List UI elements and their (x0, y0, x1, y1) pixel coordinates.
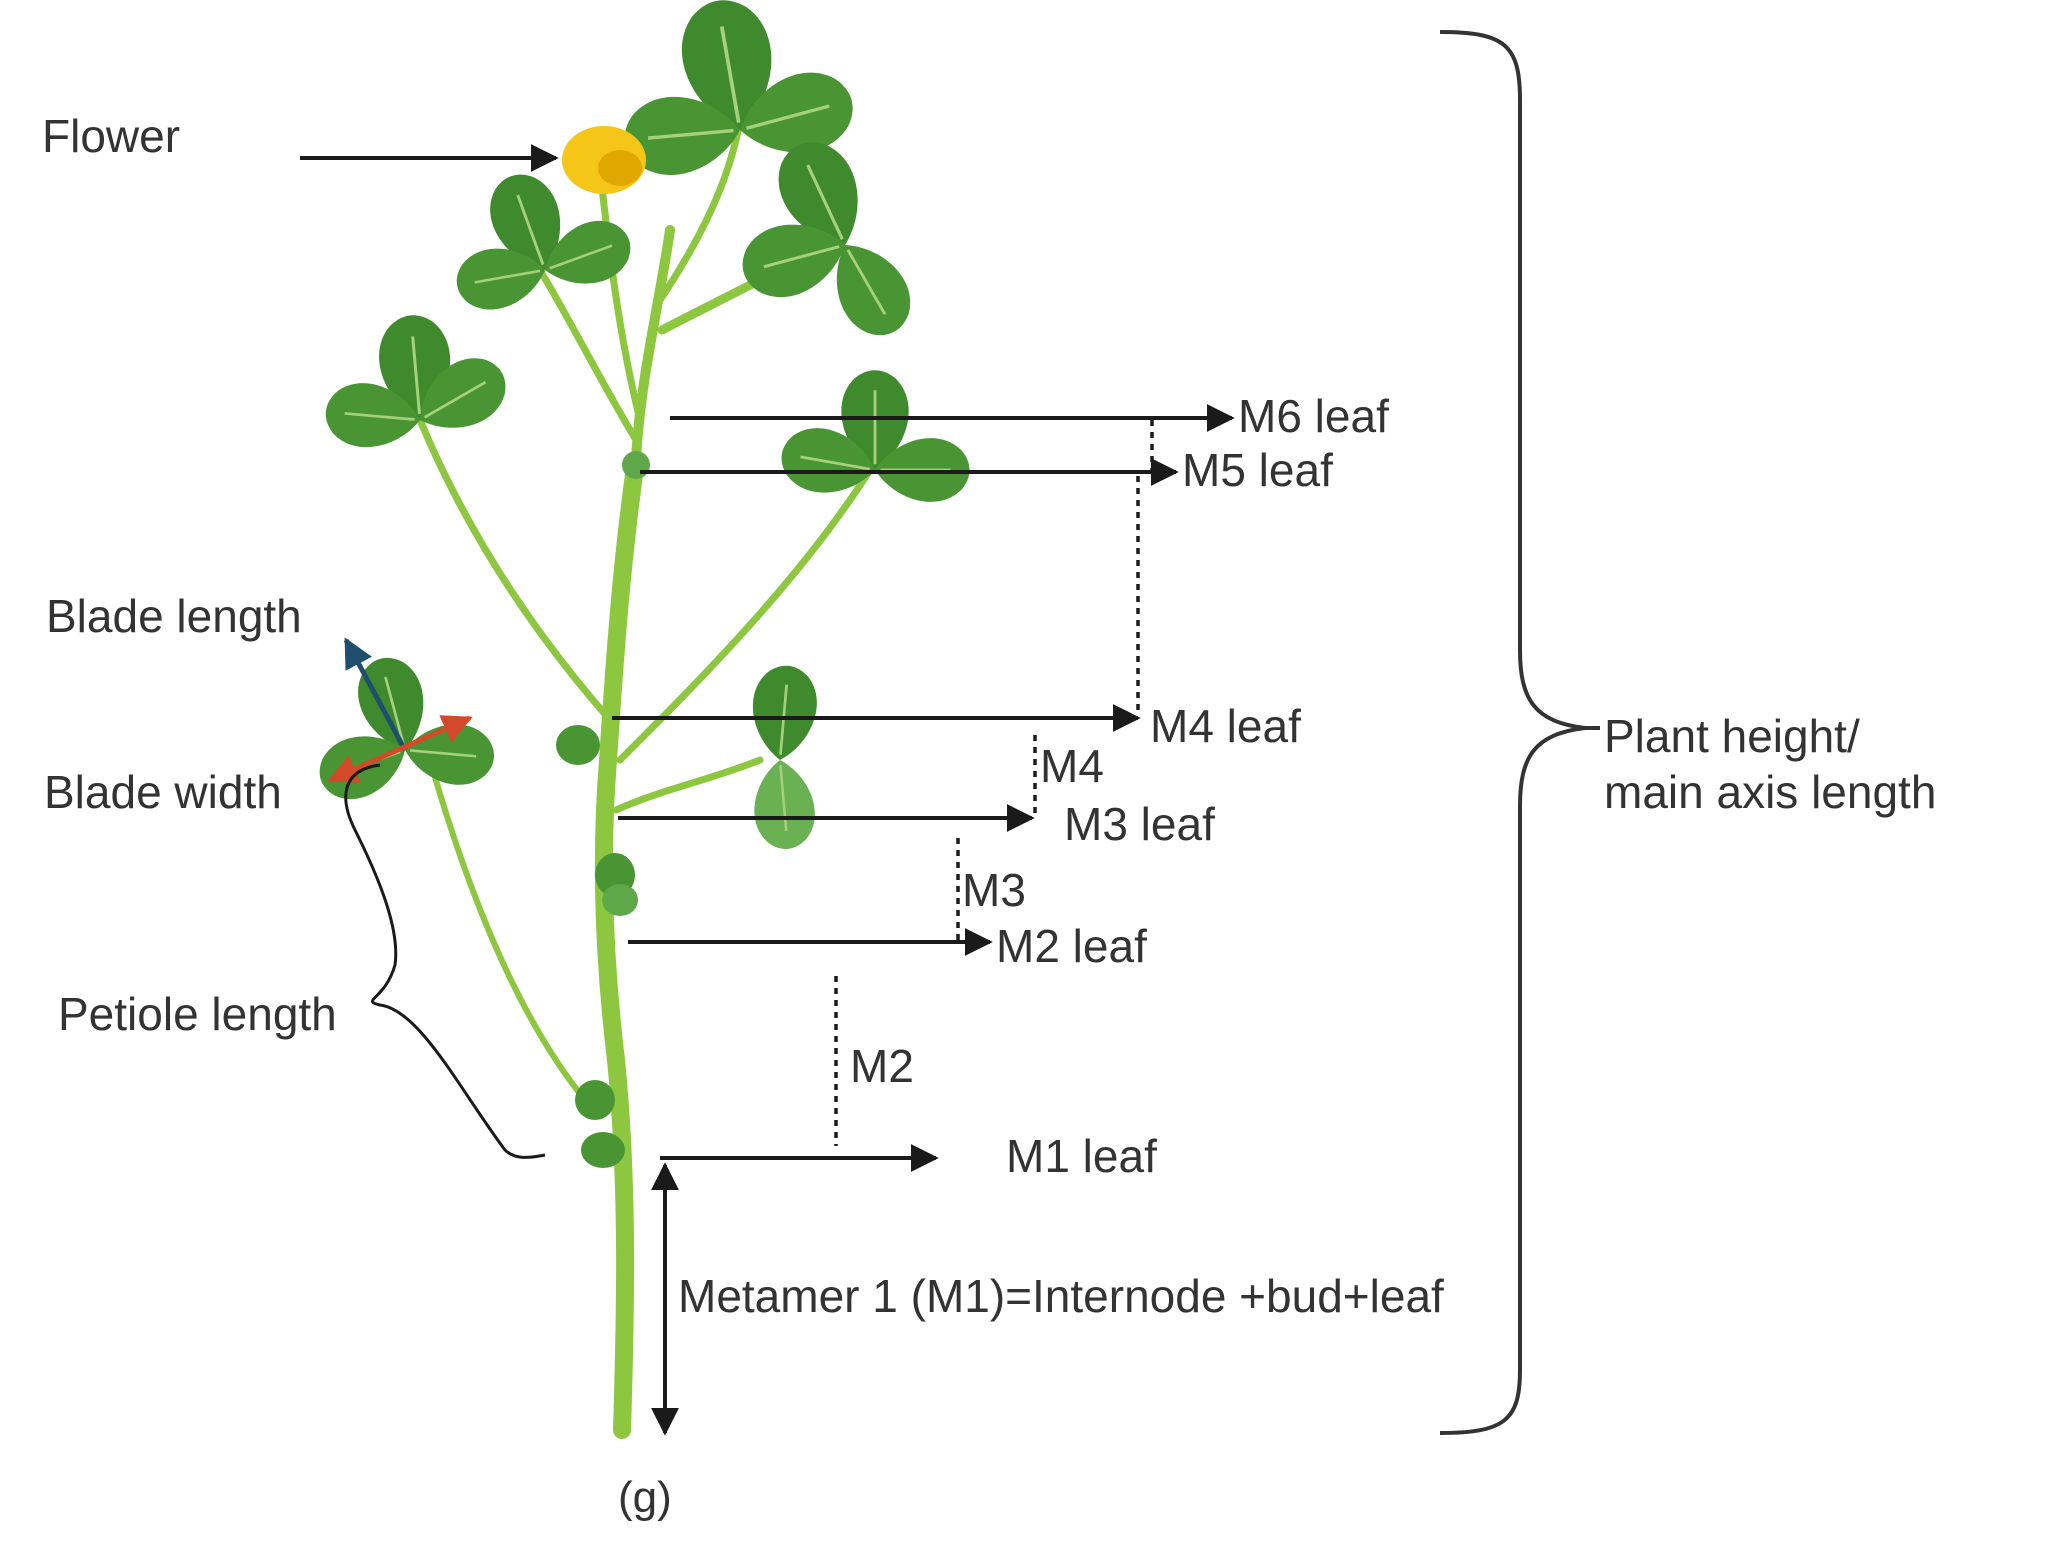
plant-height-brace (1439, 30, 1586, 1435)
panel-label: (g) (618, 1473, 672, 1522)
branch-flower-stem (596, 166, 644, 424)
m4-leaf-label: M4 leaf (1150, 700, 1301, 752)
plant-height-label-line2: main axis length (1604, 766, 1936, 818)
flower-label: Flower (42, 110, 180, 162)
m3-leaf-label: M3 leaf (1064, 798, 1215, 850)
branch-top-left-stem (536, 266, 640, 444)
m2-leaf-label: M2 leaf (996, 920, 1147, 972)
m4-label: M4 (1040, 740, 1104, 792)
m3-label: M3 (962, 864, 1026, 916)
metamer-definition-label: Metamer 1 (M1)=Internode +bud+leaf (678, 1270, 1444, 1322)
main-axis-stem (594, 451, 645, 1439)
petiole-m3 (612, 756, 764, 814)
petiole-left-long (427, 757, 588, 1103)
blade-length-label: Blade length (46, 590, 302, 642)
upper-stem (631, 225, 675, 465)
petiole-m5 (416, 416, 614, 724)
leaf-arrows (612, 404, 1235, 1436)
m1-leaf-label: M1 leaf (1006, 1130, 1157, 1182)
blade-width-label: Blade width (44, 766, 282, 818)
plant-stems (416, 116, 874, 1439)
branch-top-right-stem (656, 116, 744, 304)
petiole-length-label: Petiole length (58, 988, 337, 1040)
blade-width-arrow (327, 715, 473, 783)
m6-leaf-label: M6 leaf (1238, 390, 1389, 442)
m5-leaf-label: M5 leaf (1182, 444, 1333, 496)
m2-label: M2 (850, 1040, 914, 1092)
flower-icon (562, 126, 646, 194)
plant-height-label-line1: Plant height/ (1604, 710, 1860, 762)
petiole-length-brace (344, 763, 546, 1159)
internode-dotted-lines (834, 420, 1154, 1146)
petiole-m4-right (616, 466, 874, 764)
